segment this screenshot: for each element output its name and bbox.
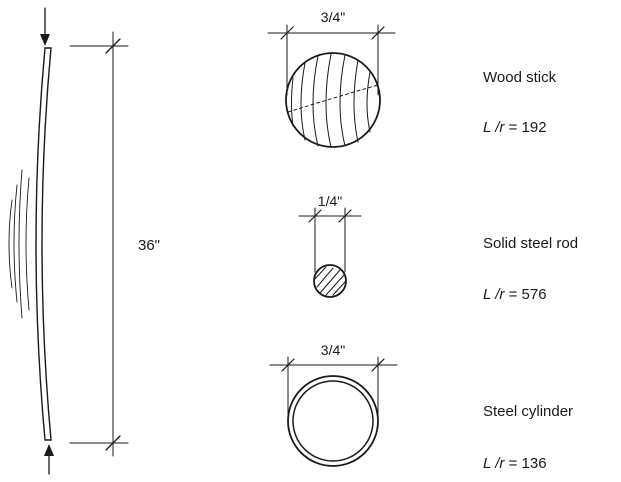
buckled-column <box>35 47 52 441</box>
steel-rod-section <box>298 207 362 298</box>
steel-rod-dimension: 1/4" <box>318 193 342 209</box>
height-dimension <box>69 31 129 457</box>
wood-stick-dimension: 3/4" <box>321 9 345 25</box>
wood-cross-section <box>285 52 381 148</box>
column-height-label: 36" <box>138 237 160 254</box>
steel-cylinder-label: Steel cylinder <box>483 403 573 420</box>
load-arrow-top-icon <box>40 7 50 46</box>
steel-cylinder-ratio: L /r = 136 <box>483 455 547 472</box>
wood-grain <box>287 53 379 148</box>
wood-stick-ratio: L /r = 192 <box>483 119 547 136</box>
wood-stick-label: Wood stick <box>483 69 557 86</box>
wood-stick-section <box>267 24 396 148</box>
load-arrow-bottom-icon <box>44 444 54 475</box>
steel-rod-ratio: L /r = 576 <box>483 286 547 303</box>
cylinder-inner-wall <box>292 380 374 462</box>
steel-rod-hatching <box>313 266 347 296</box>
cylinder-outer-wall <box>287 375 379 467</box>
vibration-lines <box>8 169 30 319</box>
steel-cylinder-section <box>269 356 398 467</box>
steel-cylinder-dimension: 3/4" <box>321 342 345 358</box>
steel-rod-label: Solid steel rod <box>483 235 578 252</box>
